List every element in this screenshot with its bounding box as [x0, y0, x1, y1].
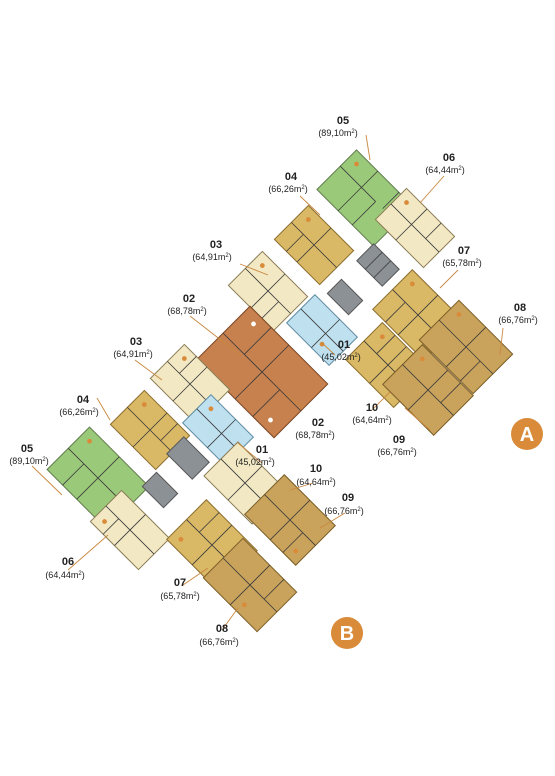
- svg-text:04: 04: [77, 394, 90, 406]
- label-a07: 07 (65,78m2): [442, 245, 481, 268]
- svg-text:A: A: [520, 424, 534, 446]
- label-b08: 08 (66,76m2): [199, 623, 238, 647]
- svg-text:(45,02m2): (45,02m2): [321, 352, 360, 362]
- svg-text:(64,44m2): (64,44m2): [45, 570, 84, 580]
- svg-text:(66,76m2): (66,76m2): [199, 637, 238, 647]
- svg-text:(65,78m2): (65,78m2): [160, 591, 199, 601]
- svg-text:09: 09: [393, 434, 405, 446]
- svg-text:(66,26m2): (66,26m2): [268, 184, 307, 194]
- svg-text:(68,78m2): (68,78m2): [167, 306, 206, 316]
- label-a09: 09 (66,76m2): [377, 434, 416, 457]
- svg-text:05: 05: [337, 115, 349, 127]
- label-a10: 10 (64,64m2): [352, 402, 391, 425]
- svg-text:10: 10: [310, 463, 322, 475]
- svg-text:03: 03: [210, 239, 222, 251]
- label-a03: 03 (64,91m2): [192, 239, 231, 262]
- label-b01: 01 (45,02m2): [235, 444, 274, 467]
- unit-labels: 05 (89,10m2) 06 (64,44m2) 04 (66,26m2) 0…: [9, 115, 537, 647]
- unit-block-a08[interactable]: [418, 299, 514, 395]
- svg-text:(89,10m2): (89,10m2): [318, 128, 357, 138]
- svg-text:(65,78m2): (65,78m2): [442, 258, 481, 268]
- svg-text:09: 09: [342, 492, 354, 504]
- tower-a-badge: A: [511, 418, 543, 450]
- core-gray-b2: [141, 471, 179, 509]
- svg-text:(45,02m2): (45,02m2): [235, 457, 274, 467]
- svg-text:02: 02: [312, 417, 324, 429]
- svg-text:03: 03: [130, 336, 142, 348]
- unit-blocks: [46, 149, 514, 633]
- label-b09: 09 (66,76m2): [324, 492, 363, 516]
- svg-text:01: 01: [256, 444, 268, 456]
- svg-text:08: 08: [514, 302, 526, 314]
- svg-text:(64,64m2): (64,64m2): [352, 415, 391, 425]
- svg-text:06: 06: [443, 152, 455, 164]
- label-a06: 06 (64,44m2): [425, 152, 464, 175]
- svg-text:(68,78m2): (68,78m2): [295, 430, 334, 440]
- unit-block-a09[interactable]: [382, 344, 474, 436]
- svg-text:(89,10m2): (89,10m2): [9, 456, 48, 466]
- label-a01: 01 (45,02m2): [321, 339, 360, 362]
- svg-text:06: 06: [62, 556, 74, 568]
- unit-block-a06[interactable]: [374, 187, 456, 269]
- svg-text:(66,26m2): (66,26m2): [59, 407, 98, 417]
- label-b05: 05 (89,10m2): [9, 443, 48, 466]
- svg-text:(64,91m2): (64,91m2): [113, 349, 152, 359]
- label-b04: 04 (66,26m2): [59, 394, 98, 417]
- svg-text:04: 04: [285, 171, 298, 183]
- label-b10: 10 (64,64m2): [296, 463, 335, 487]
- svg-text:01: 01: [338, 339, 350, 351]
- svg-text:(64,44m2): (64,44m2): [425, 165, 464, 175]
- label-b02: 02 (68,78m2): [295, 417, 334, 440]
- label-a08: 08 (66,76m2): [498, 302, 537, 325]
- svg-text:(66,76m2): (66,76m2): [498, 315, 537, 325]
- svg-text:(66,76m2): (66,76m2): [324, 506, 363, 516]
- label-a02: 02 (68,78m2): [167, 293, 206, 316]
- tower-b-badge: B: [331, 617, 363, 649]
- svg-text:10: 10: [366, 402, 378, 414]
- unit-block-a04[interactable]: [273, 204, 355, 286]
- svg-text:07: 07: [174, 577, 186, 589]
- label-a04: 04 (66,26m2): [268, 171, 307, 194]
- unit-block-02-center[interactable]: [195, 305, 329, 439]
- label-b07: 07 (65,78m2): [160, 577, 199, 601]
- svg-text:(64,64m2): (64,64m2): [296, 477, 335, 487]
- unit-block-b08[interactable]: [202, 537, 298, 633]
- svg-text:(66,76m2): (66,76m2): [377, 447, 416, 457]
- core-gray-a: [356, 243, 400, 287]
- svg-text:07: 07: [458, 245, 470, 257]
- svg-text:08: 08: [216, 623, 228, 635]
- svg-text:B: B: [340, 623, 354, 645]
- core-gray-a2: [326, 278, 364, 316]
- core-gray-b: [166, 436, 210, 480]
- label-b03: 03 (64,91m2): [113, 336, 152, 359]
- unit-block-b09[interactable]: [244, 474, 336, 566]
- leader-lines: [31, 134, 504, 631]
- svg-text:(64,91m2): (64,91m2): [192, 252, 231, 262]
- svg-text:02: 02: [183, 293, 195, 305]
- svg-text:05: 05: [21, 443, 33, 455]
- label-b06: 06 (64,44m2): [45, 556, 84, 580]
- label-a05: 05 (89,10m2): [318, 115, 357, 138]
- unit-block-a01[interactable]: [285, 293, 359, 367]
- unit-block-b06[interactable]: [89, 489, 171, 571]
